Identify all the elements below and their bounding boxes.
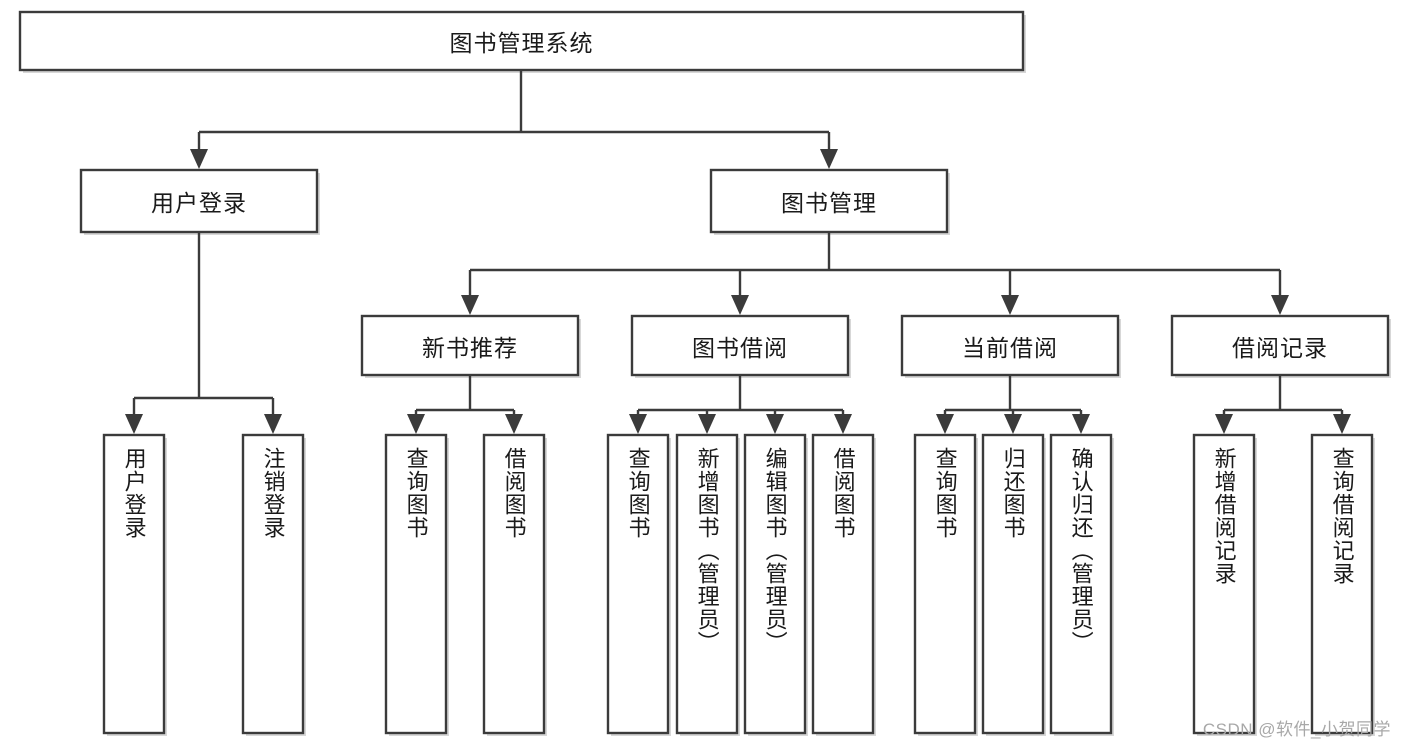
arrowhead-sub-drop-2-1 xyxy=(1004,414,1022,434)
node-leaf-edit-book[interactable] xyxy=(743,433,807,735)
node-new-book-recommend[interactable] xyxy=(360,314,580,377)
node-root[interactable] xyxy=(18,10,1025,72)
arrowhead-sub-drop-0-0 xyxy=(407,414,425,434)
node-leaf-add-record[interactable] xyxy=(1192,433,1256,735)
node-book-manage[interactable] xyxy=(709,168,949,234)
arrowhead-root-drop-1 xyxy=(820,149,838,169)
arrowhead-sub-drop-1-1 xyxy=(698,414,716,434)
node-leaf-query-book-rec[interactable] xyxy=(384,433,448,735)
arrowhead-sub-drop-2-0 xyxy=(936,414,954,434)
node-leaf-logout[interactable] xyxy=(241,433,305,735)
node-leaf-add-book[interactable] xyxy=(675,433,739,735)
arrowhead-sub-drop-3-1 xyxy=(1333,414,1351,434)
node-leaf-query-book-borrow[interactable] xyxy=(606,433,670,735)
arrowhead-sub-drop-3-0 xyxy=(1215,414,1233,434)
arrowhead-login-drop-0 xyxy=(125,414,143,434)
arrowhead-sub-drop-0-1 xyxy=(505,414,523,434)
node-user-login[interactable] xyxy=(79,168,319,234)
box-layer xyxy=(18,10,1390,735)
arrowhead-root-drop-0 xyxy=(190,149,208,169)
node-leaf-user-login[interactable] xyxy=(102,433,166,735)
node-borrow-record[interactable] xyxy=(1170,314,1390,377)
node-leaf-query-record[interactable] xyxy=(1310,433,1374,735)
node-leaf-return-book[interactable] xyxy=(981,433,1045,735)
node-current-borrow[interactable] xyxy=(900,314,1120,377)
connector-layer xyxy=(125,70,1351,434)
arrowhead-manage-drop-3 xyxy=(1271,295,1289,315)
node-leaf-borrow-book-rec[interactable] xyxy=(482,433,546,735)
arrowhead-manage-drop-0 xyxy=(461,295,479,315)
arrowhead-manage-drop-1 xyxy=(731,295,749,315)
arrowhead-sub-drop-1-0 xyxy=(629,414,647,434)
arrowhead-sub-drop-1-3 xyxy=(834,414,852,434)
arrowhead-login-drop-1 xyxy=(264,414,282,434)
node-leaf-confirm-return[interactable] xyxy=(1049,433,1113,735)
arrowhead-sub-drop-2-2 xyxy=(1072,414,1090,434)
arrowhead-sub-drop-1-2 xyxy=(766,414,784,434)
node-book-borrow[interactable] xyxy=(630,314,850,377)
arrowhead-manage-drop-2 xyxy=(1001,295,1019,315)
node-leaf-query-book-cur[interactable] xyxy=(913,433,977,735)
node-leaf-borrow-book[interactable] xyxy=(811,433,875,735)
